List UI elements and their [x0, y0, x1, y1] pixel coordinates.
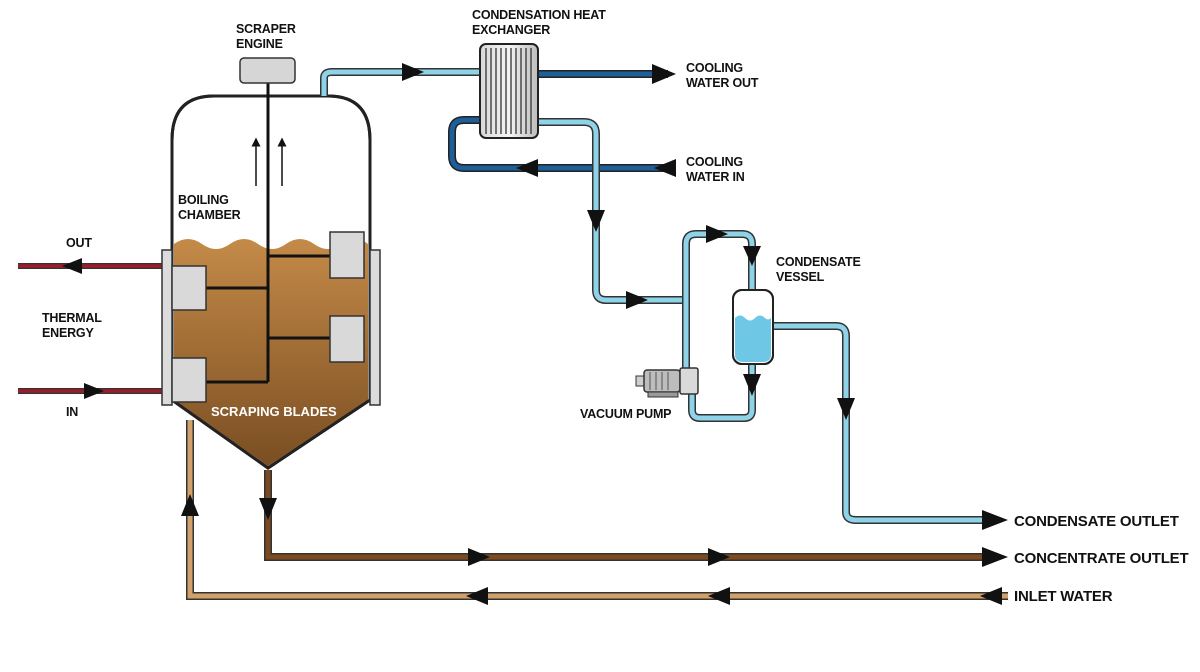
- concentrate-outlet-label: CONCENTRATE OUTLET: [1014, 550, 1188, 567]
- concentrate-pipe: [264, 470, 995, 561]
- condensate-outlet-label: CONDENSATE OUTLET: [1014, 513, 1179, 530]
- inlet-arrow-1: [980, 587, 1002, 605]
- scraping-blades-label: SCRAPING BLADES: [211, 404, 337, 419]
- condensate-outlet-arrow: [982, 510, 1008, 530]
- heating-jacket-left: [161, 249, 173, 406]
- cooling-in-arrow-2: [516, 159, 538, 177]
- concentrate-arrow-1: [468, 548, 490, 566]
- thermal-out-arrow: [62, 258, 82, 274]
- inlet-arrow-up: [181, 494, 199, 516]
- cooling-in-arrow-1: [654, 159, 676, 177]
- concentrate-arrow-2: [708, 548, 730, 566]
- vapor-arrow: [402, 63, 424, 81]
- vacuum-pump-label: VACUUM PUMP: [580, 407, 671, 421]
- condensate-right-arrow: [626, 291, 648, 309]
- vacuum-right-arrow-1: [743, 246, 761, 266]
- cooling-water-in-pipe: [448, 116, 668, 172]
- thermal-in-arrow: [84, 383, 104, 399]
- inlet-arrow-3: [466, 587, 488, 605]
- condensate-outlet-arrow-down: [837, 398, 855, 420]
- inlet-water-pipe: [186, 420, 1008, 600]
- scraping-blade: [171, 357, 207, 403]
- concentrate-arrow-3: [982, 547, 1008, 567]
- inlet-arrow-2: [708, 587, 730, 605]
- concentrate-arrow-down: [259, 498, 277, 520]
- condensate-outlet-pipe: [772, 322, 995, 524]
- thermal-in-label: IN: [66, 405, 78, 419]
- heating-jacket-right: [369, 249, 381, 406]
- scraping-blade: [171, 265, 207, 311]
- vapor-pipe-to-exchanger: [320, 68, 480, 96]
- scraping-blade: [329, 315, 365, 363]
- condensate-down-arrow: [587, 210, 605, 232]
- boiling-chamber: [170, 94, 372, 470]
- inlet-water-label: INLET WATER: [1014, 588, 1113, 605]
- scraping-blade: [329, 231, 365, 279]
- condensate-vessel: [732, 289, 774, 365]
- condensate-pipe-from-exchanger: [538, 118, 686, 304]
- vacuum-right-arrow-2: [743, 374, 761, 396]
- scraper-shaft: [206, 76, 330, 384]
- vacuum-top-arrow: [706, 225, 728, 243]
- scraper-engine: [239, 57, 296, 84]
- vapor-up-arrows: [251, 137, 287, 186]
- cooling-out-arrow: [652, 64, 676, 84]
- vacuum-pump: [635, 367, 699, 398]
- thermal-out-label: OUT: [66, 236, 92, 250]
- condensation-heat-exchanger: [479, 43, 539, 139]
